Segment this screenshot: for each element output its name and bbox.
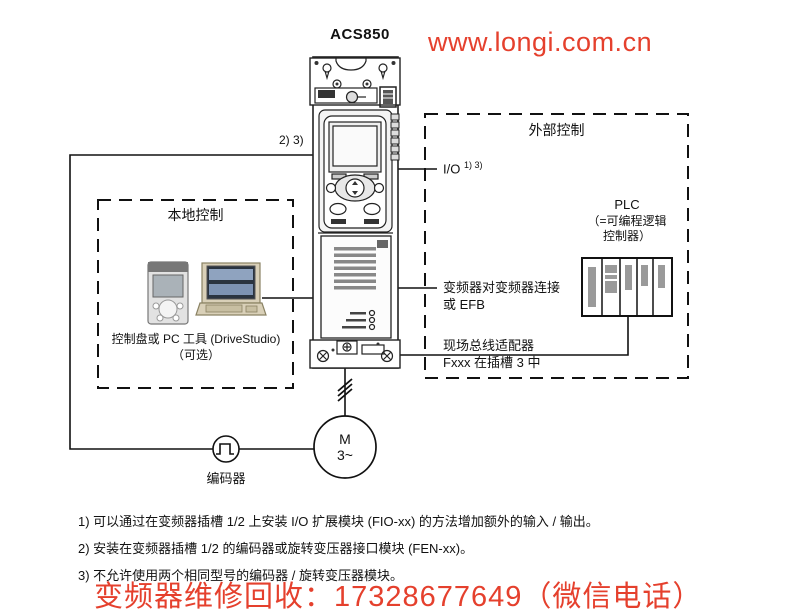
external-control-title: 外部控制 [528,122,585,138]
motor-label: M 3~ [337,431,353,463]
local-control-box-outline [97,199,294,389]
plc-title: PLC [614,197,640,212]
plc-label-block: PLC （=可编程逻辑 控制器） [565,197,689,244]
footnote-3: 3) 不允许使用两个相同型号的编码器 / 旋转变压器模块。 [78,568,404,583]
website-watermark: www.longi.com.cn [428,27,653,57]
fieldbus-adapter-label: 现场总线适配器 Fxxx 在插槽 3 中 [443,338,541,370]
motor-symbol [313,415,377,479]
drive-model-title: ACS850 [330,26,390,43]
encoder-label: 编码器 [206,471,246,486]
io-text: I/O [443,161,461,177]
io-footnote-refs: 1) 3) [463,160,483,170]
encoder-symbol [212,435,240,463]
slot-footnote-ref: 2) 3) [279,133,304,147]
io-connection-label: I/O 1) 3) [443,160,482,176]
drive-unit-drawing [309,56,401,369]
connection-lines [69,154,629,450]
drive-to-drive-label: 变频器对变频器连接 或 EFB [443,280,561,312]
plc-subtitle: （=可编程逻辑 控制器） [587,214,667,243]
footnote-2: 2) 安装在变频器插槽 1/2 的编码器或旋转变压器接口模块 (FEN-xx)。 [78,541,474,556]
plc-rack-drawing [581,257,673,317]
control-panel-image [147,261,189,325]
laptop-image [195,262,267,316]
footnote-1: 1) 可以通过在变频器插槽 1/2 上安装 I/O 扩展模块 (FIO-xx) … [78,514,599,529]
local-tools-label: 控制盘或 PC 工具 (DriveStudio) （可选） [111,332,281,362]
footnotes-block: 1) 可以通过在变频器插槽 1/2 上安装 I/O 扩展模块 (FIO-xx) … [78,511,778,592]
external-control-box-outline [424,113,689,379]
service-contact-text: 变频器维修回收：17328677649（微信电话） [94,581,703,613]
local-control-title: 本地控制 [167,207,224,223]
